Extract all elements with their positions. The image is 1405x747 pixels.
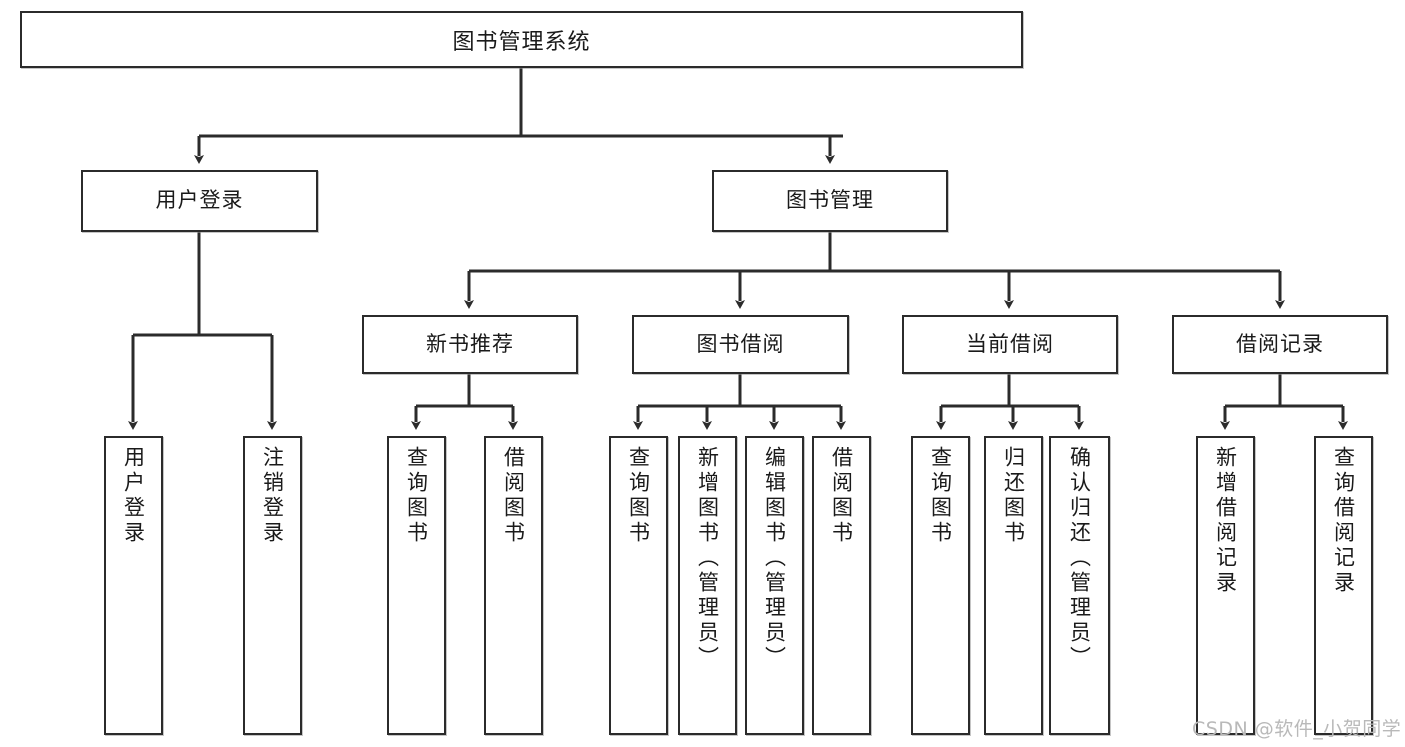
node-label: 当前借阅 — [966, 331, 1054, 356]
leaf-new-book-query-books[interactable]: 查询图书 — [387, 436, 446, 735]
leaf-new-book-borrow-books[interactable]: 借阅图书 — [484, 436, 543, 735]
node-label: 查询图书 — [404, 446, 429, 546]
leaf-user-login-login[interactable]: 用户登录 — [104, 436, 163, 735]
node-label: 借阅图书 — [501, 446, 526, 546]
node-book-management[interactable]: 图书管理 — [712, 170, 948, 232]
node-current-borrow[interactable]: 当前借阅 — [902, 315, 1118, 374]
leaf-book-borrow-query-books[interactable]: 查询图书 — [609, 436, 668, 735]
node-label: 确认归还（管理员） — [1067, 446, 1092, 671]
leaf-borrow-record-query-record[interactable]: 查询借阅记录 — [1314, 436, 1373, 735]
node-book-borrow[interactable]: 图书借阅 — [632, 315, 849, 374]
leaf-user-login-logout[interactable]: 注销登录 — [243, 436, 302, 735]
node-label: 新书推荐 — [426, 331, 514, 356]
leaf-book-borrow-borrow-books[interactable]: 借阅图书 — [812, 436, 871, 735]
node-label: 注销登录 — [260, 446, 285, 546]
watermark: CSDN @软件_小贺同学 — [1192, 718, 1402, 740]
node-label: 归还图书 — [1001, 446, 1026, 546]
node-label: 借阅图书 — [829, 446, 854, 546]
leaf-borrow-record-add-record[interactable]: 新增借阅记录 — [1196, 436, 1255, 735]
node-label: 用户登录 — [121, 446, 146, 546]
node-label: 新增借阅记录 — [1213, 446, 1238, 596]
leaf-book-borrow-add-book-admin[interactable]: 新增图书（管理员） — [678, 436, 737, 735]
node-new-book-recommendation[interactable]: 新书推荐 — [362, 315, 578, 374]
leaf-current-borrow-return-books[interactable]: 归还图书 — [984, 436, 1043, 735]
leaf-current-borrow-query-books[interactable]: 查询图书 — [911, 436, 970, 735]
node-user-login[interactable]: 用户登录 — [81, 170, 318, 232]
node-label: 查询图书 — [928, 446, 953, 546]
node-root-book-management-system[interactable]: 图书管理系统 — [20, 11, 1023, 68]
node-label: 图书管理系统 — [452, 29, 591, 55]
node-label: 图书借阅 — [696, 331, 785, 356]
leaf-book-borrow-edit-book-admin[interactable]: 编辑图书（管理员） — [745, 436, 804, 735]
node-label: 用户登录 — [155, 188, 244, 213]
node-label: 图书管理 — [786, 188, 874, 213]
node-borrow-record[interactable]: 借阅记录 — [1172, 315, 1388, 374]
node-label: 借阅记录 — [1236, 331, 1324, 356]
node-label: 查询图书 — [626, 446, 651, 546]
node-label: 编辑图书（管理员） — [762, 446, 787, 671]
node-label: 查询借阅记录 — [1331, 446, 1356, 596]
node-label: 新增图书（管理员） — [695, 446, 720, 671]
leaf-current-borrow-confirm-return-admin[interactable]: 确认归还（管理员） — [1049, 436, 1110, 735]
